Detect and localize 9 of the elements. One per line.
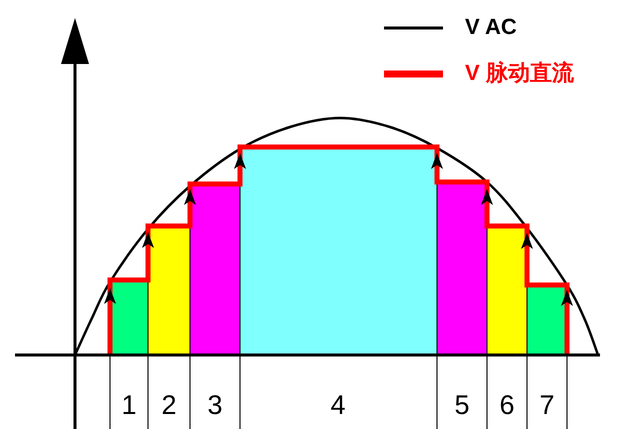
segment-number: 4	[329, 390, 347, 420]
segment-number: 3	[206, 390, 224, 420]
segment-number: 7	[538, 390, 556, 420]
segment-number: 1	[120, 390, 138, 420]
segment-number: 6	[498, 390, 516, 420]
legend-text: V 脉动直流	[465, 60, 574, 86]
legend-text: V AC	[465, 14, 517, 40]
segment-number: 2	[160, 390, 178, 420]
segment-number: 5	[453, 390, 471, 420]
